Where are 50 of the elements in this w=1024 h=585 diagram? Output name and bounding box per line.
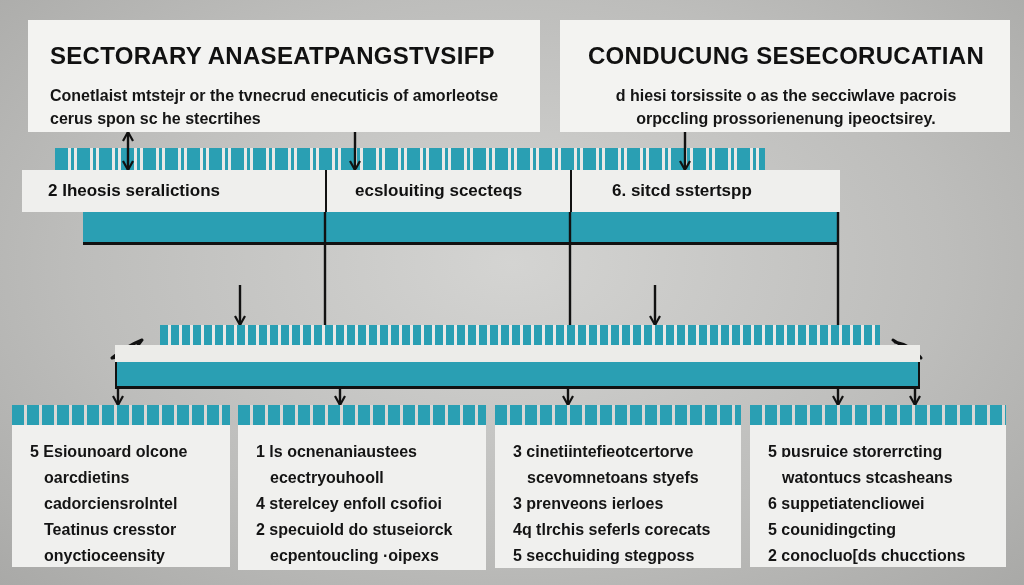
list-item: 5 counidingcting <box>768 520 897 540</box>
arrow <box>561 389 575 407</box>
striped-band <box>115 325 920 389</box>
list-item: 3 prenveons ierloes <box>513 494 665 514</box>
list-item: 1 ls ocnenaniaustees <box>256 442 418 462</box>
list-item: ecectryouhooll <box>269 468 385 488</box>
arrow <box>831 389 845 407</box>
list-item: ecpentoucling ·oipexs <box>269 546 440 566</box>
connector-line <box>323 212 327 325</box>
list-item: 2 specuiold do stuseiorck <box>256 520 454 540</box>
panel-description: d hiesi torsissite o as the secciwlave pacrois orpccling prossorienenung ipeoctsirey. <box>614 86 958 129</box>
list-item: onyctioceensity <box>43 546 166 566</box>
segment-label: ecslouiting scecteqs <box>355 181 523 201</box>
list-card <box>12 405 230 567</box>
arrow <box>333 389 347 407</box>
list-item: 3 cinetiintefieotcertorve <box>513 442 695 462</box>
arrow <box>233 285 247 327</box>
list-item: 5 secchuiding stegposs <box>513 546 696 566</box>
list-item: oarcdietins <box>43 468 131 488</box>
segment-label: 6. sitcd sstertspp <box>612 181 752 201</box>
arrow <box>111 389 125 407</box>
list-item: watontucs stcasheans <box>781 468 954 488</box>
list-item: 2 conocluo[ds chucctions <box>768 546 967 566</box>
list-item: 6 suppetiatencliowei <box>768 494 926 514</box>
list-card <box>238 405 486 570</box>
list-item: 4 sterelcey enfoll csofioi <box>256 494 443 514</box>
list-card <box>750 405 1006 567</box>
list-item: 4q tlrchis seferls corecats <box>513 520 712 540</box>
arrow <box>908 389 922 407</box>
connector-line <box>568 212 572 325</box>
list-item: 5 Esiounoard olcone <box>30 442 189 462</box>
arrow <box>121 130 135 172</box>
list-item: cadorciensrolntel <box>43 494 179 514</box>
arrow <box>348 132 362 172</box>
panel-heading: CONDUCUNG SESECORUCATIAN <box>587 42 985 70</box>
list-item: 5 ɒusruice storerrcting <box>768 442 944 462</box>
arrow <box>648 285 662 327</box>
list-item: scevomnetoans styefs <box>526 468 700 488</box>
text-panel <box>560 20 1010 132</box>
connector-line <box>836 212 840 325</box>
panel-description: Conetlaist mtstejr or the tvnecrud enecuticis of amorleotse cerus spon sc he stecrtihes <box>50 86 500 129</box>
arrow <box>678 132 692 172</box>
segment-label: 2 Iheosis seralictions <box>48 181 220 201</box>
list-card <box>495 405 741 568</box>
strip-segment <box>570 170 840 212</box>
list-item: Teatinus cresstor <box>43 520 178 540</box>
panel-heading: SECTORARY ANASEATPANGSTVSIFP <box>50 42 495 70</box>
strip-segment <box>325 170 570 212</box>
text-panel <box>28 20 540 132</box>
strip-segment <box>22 170 325 212</box>
